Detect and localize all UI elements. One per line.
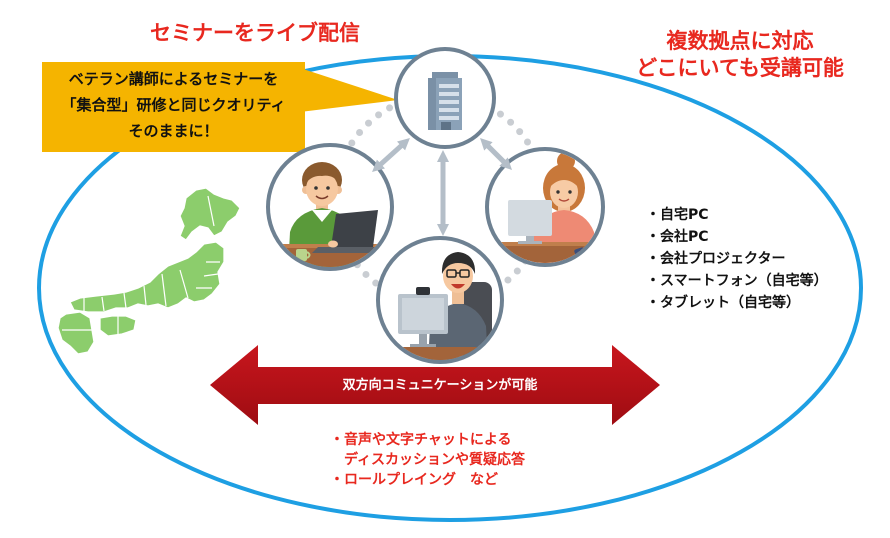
laptop-base — [312, 247, 376, 253]
map-hokkaido — [179, 187, 241, 241]
headline-multi-site: 複数拠点に対応 どこにいても受講可能 — [630, 28, 850, 82]
face — [443, 259, 473, 293]
eye — [314, 186, 318, 190]
double-arrow-icon — [480, 138, 512, 170]
device-list-item: ・自宅PC — [646, 207, 709, 223]
bangs — [549, 170, 579, 188]
feature-list: ・音声や文字チャットによる ディスカッションや質疑応答 ・ロールプレイング など — [330, 430, 525, 490]
callout-line: そのままに！ — [128, 122, 219, 140]
double-arrow-icon — [372, 137, 410, 173]
building-window — [439, 100, 459, 104]
participant-center-figure — [380, 252, 500, 360]
smile — [315, 195, 329, 200]
map-kyushu — [57, 311, 95, 355]
two-way-communication-arrow — [210, 345, 660, 425]
mug-icon — [296, 249, 307, 261]
eye — [568, 190, 572, 194]
office-building-icon — [394, 47, 496, 149]
device-list-item: ・スマートフォン（自宅等） — [646, 273, 828, 289]
feature-line: ・音声や文字チャットによる — [330, 432, 512, 448]
callout-line: 「集合型」研修と同じクオリティ — [61, 96, 286, 114]
callout-background — [42, 62, 305, 152]
open-mouth — [451, 284, 465, 289]
monitor — [508, 200, 552, 236]
participant-desktop-icon — [485, 147, 605, 267]
callout-line: ベテラン講師によるセミナーを — [68, 70, 279, 88]
participant-webcam-icon — [376, 236, 504, 364]
participant-left-figure — [270, 162, 390, 267]
face — [306, 172, 338, 206]
neck — [452, 290, 464, 304]
monitor-stand — [419, 334, 427, 346]
eye — [556, 190, 560, 194]
face — [550, 176, 578, 208]
desk-edge — [489, 242, 601, 246]
bangs — [305, 164, 340, 184]
building-side — [428, 78, 436, 130]
participant-laptop-icon — [266, 143, 394, 271]
headline-right-line: どこにいても受講可能 — [636, 56, 844, 80]
map-honshu — [69, 241, 225, 313]
building-window — [439, 92, 459, 96]
hand — [328, 240, 338, 248]
smile — [558, 198, 570, 202]
device-list-item: ・会社PC — [646, 229, 709, 245]
mug-handle — [306, 251, 311, 259]
device-list: ・自宅PC ・会社PC ・会社プロジェクター ・スマートフォン（自宅等） ・タブ… — [646, 204, 828, 314]
collar — [312, 210, 332, 222]
feature-line: ディスカッションや質疑応答 — [330, 452, 526, 468]
building-door — [441, 122, 451, 130]
webcam-icon — [416, 287, 430, 295]
japan-map-icon — [57, 187, 241, 355]
building-window — [439, 108, 459, 112]
monitor-stand — [526, 236, 534, 243]
map-prefecture-lines — [62, 195, 220, 334]
callout-box — [42, 62, 398, 152]
device-list-item: ・会社プロジェクター — [646, 251, 786, 267]
headline-live-seminar: セミナーをライブ配信 — [150, 21, 360, 45]
device-list-item: ・タブレット（自宅等） — [646, 295, 800, 311]
laptop-screen — [331, 210, 378, 247]
hair — [441, 252, 476, 274]
building-window — [439, 84, 459, 88]
building-window — [439, 116, 459, 120]
monitor-base — [518, 241, 542, 244]
monitor-panel — [402, 298, 444, 330]
headline-right-line: 複数拠点に対応 — [666, 29, 814, 53]
eye — [326, 186, 330, 190]
building-roof — [432, 72, 458, 78]
monitor-base — [410, 344, 436, 348]
feature-line: ・ロールプレイング など — [330, 472, 498, 488]
callout-pointer — [300, 68, 398, 112]
two-way-communication-label: 双方向コミュニケーションが可能 — [342, 378, 538, 393]
callout-text: ベテラン講師によるセミナーを 「集合型」研修と同じクオリティ そのままに！ — [42, 66, 305, 144]
